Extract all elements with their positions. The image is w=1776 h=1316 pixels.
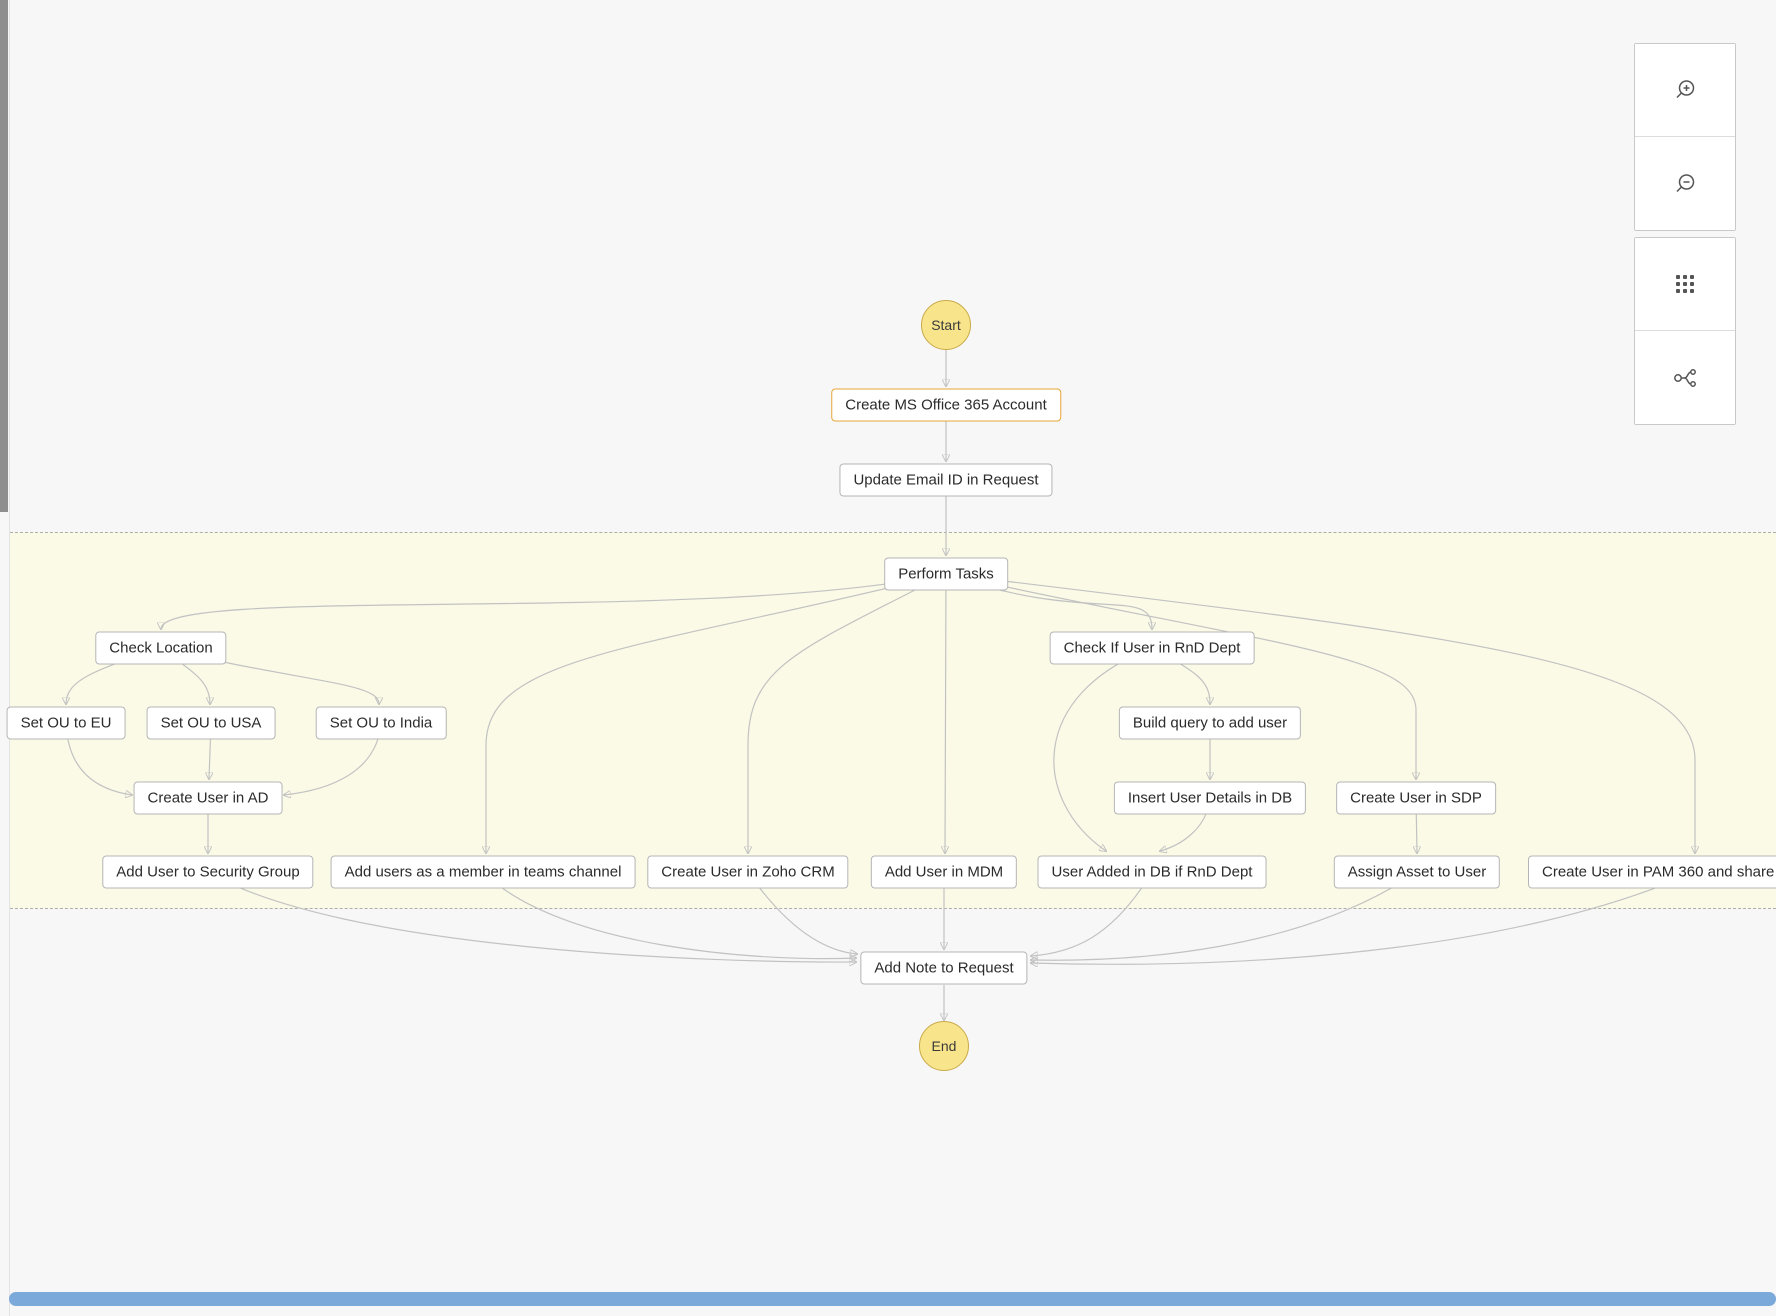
node-start[interactable]: Start <box>921 300 971 350</box>
vertical-scrollbar[interactable] <box>0 0 8 512</box>
node-set-ou-usa[interactable]: Set OU to USA <box>146 706 276 740</box>
node-end[interactable]: End <box>919 1021 969 1071</box>
edge-pam-addnote <box>1031 871 1696 964</box>
zoom-out-button[interactable] <box>1635 137 1735 230</box>
workflow-icon <box>1674 368 1696 387</box>
edge-zoho-addnote <box>747 871 857 954</box>
zoom-in-icon <box>1676 80 1695 99</box>
edge-perform-mdm <box>945 573 946 853</box>
zoom-in-button[interactable] <box>1635 44 1735 137</box>
node-update-email-id[interactable]: Update Email ID in Request <box>839 463 1053 497</box>
node-create-ms-office-365[interactable]: Create MS Office 365 Account <box>831 388 1061 422</box>
grid-icon <box>1676 275 1694 293</box>
edge-useradded-addnote <box>1031 871 1153 956</box>
node-user-added-db-rnd[interactable]: User Added in DB if RnD Dept <box>1037 855 1267 889</box>
node-insert-user-details-db[interactable]: Insert User Details in DB <box>1113 781 1307 815</box>
view-controls <box>1634 237 1736 425</box>
workflow-view-button[interactable] <box>1635 331 1735 424</box>
horizontal-scrollbar[interactable] <box>9 1292 1776 1306</box>
parallel-tasks-band <box>10 532 1776 909</box>
canvas-left-border <box>9 0 10 1316</box>
edge-perform-pam <box>945 573 1695 853</box>
node-set-ou-india[interactable]: Set OU to India <box>315 706 447 740</box>
edge-perform-sdp <box>945 573 1416 779</box>
grid-view-button[interactable] <box>1635 238 1735 331</box>
node-add-note-request[interactable]: Add Note to Request <box>860 951 1028 985</box>
edge-asset-addnote <box>1031 871 1418 960</box>
node-check-user-rnd-dept[interactable]: Check If User in RnD Dept <box>1049 631 1255 665</box>
node-create-user-sdp[interactable]: Create User in SDP <box>1336 781 1496 815</box>
node-build-query-add-user[interactable]: Build query to add user <box>1118 706 1302 740</box>
node-perform-tasks[interactable]: Perform Tasks <box>884 557 1008 591</box>
node-add-users-teams-channel[interactable]: Add users as a member in teams channel <box>330 855 636 889</box>
node-add-user-security-group[interactable]: Add User to Security Group <box>102 855 314 889</box>
edge-perform-check-location <box>161 573 947 629</box>
node-add-user-mdm[interactable]: Add User in MDM <box>870 855 1018 889</box>
edge-securitygroup-addnote <box>207 871 856 962</box>
node-check-location[interactable]: Check Location <box>95 631 227 665</box>
zoom-out-icon <box>1676 173 1695 192</box>
edge-perform-teams <box>486 573 947 853</box>
edge-rnd-useradded-bypass <box>1053 647 1153 851</box>
node-create-user-zoho-crm[interactable]: Create User in Zoho CRM <box>647 855 849 889</box>
zoom-controls <box>1634 43 1736 231</box>
edge-perform-zoho <box>748 573 947 853</box>
node-create-user-ad[interactable]: Create User in AD <box>133 781 283 815</box>
node-set-ou-eu[interactable]: Set OU to EU <box>6 706 126 740</box>
edge-teams-addnote <box>482 871 856 959</box>
node-assign-asset-user[interactable]: Assign Asset to User <box>1333 855 1501 889</box>
node-create-user-pam360[interactable]: Create User in PAM 360 and share ac <box>1528 855 1776 889</box>
